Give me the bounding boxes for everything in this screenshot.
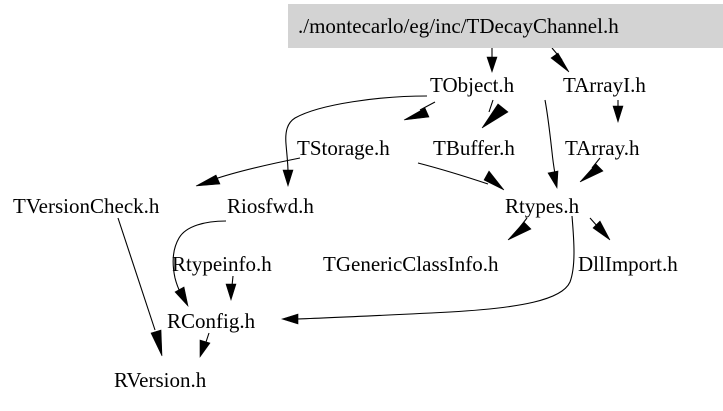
edge-tversioncheck-to-rversion	[117, 217, 163, 357]
edge-rtypes-to-dllimport	[589, 217, 611, 241]
edge-root-to-tobject	[486, 48, 498, 73]
node-root-label: ./montecarlo/eg/inc/TDecayChannel.h	[298, 13, 619, 38]
edge-tobject-to-tbuffer	[481, 99, 509, 129]
node-tarrayi[interactable]: TArrayI.h	[563, 73, 646, 97]
edge-tstorage-to-rtypes	[417, 162, 505, 191]
edge-riosfwd-to-rconfig	[172, 220, 227, 307]
node-tbuffer[interactable]: TBuffer.h	[433, 136, 515, 160]
edge-tobject-to-rtypes	[544, 99, 559, 189]
node-tobject[interactable]: TObject.h	[430, 73, 515, 97]
edge-rtypes-to-rconfig	[280, 215, 575, 325]
node-rtypeinfo[interactable]: Rtypeinfo.h	[172, 252, 272, 276]
node-dllimport[interactable]: DllImport.h	[578, 252, 678, 276]
node-riosfwd[interactable]: Riosfwd.h	[227, 194, 314, 218]
node-tstorage[interactable]: TStorage.h	[297, 136, 390, 160]
node-rtypes[interactable]: Rtypes.h	[505, 194, 580, 218]
edge-rtypeinfo-to-rconfig	[225, 275, 237, 302]
edge-tobject-to-riosfwd	[282, 95, 428, 188]
edge-tarray-to-rtypes	[579, 157, 604, 183]
node-tarray[interactable]: TArray.h	[565, 136, 640, 160]
node-rversion[interactable]: RVersion.h	[114, 368, 207, 392]
node-tgenericclassinfo[interactable]: TGenericClassInfo.h	[323, 252, 499, 276]
edge-rtypes-to-tgenericclassinfo	[507, 217, 532, 241]
node-root-tdecaychannel[interactable]: ./montecarlo/eg/inc/TDecayChannel.h	[288, 4, 723, 48]
edge-tobject-to-tstorage	[403, 101, 436, 121]
edge-root-to-tarrayi	[550, 47, 570, 73]
node-rconfig[interactable]: RConfig.h	[167, 309, 256, 333]
node-tversioncheck[interactable]: TVersionCheck.h	[13, 194, 160, 218]
edge-rconfig-to-rversion	[199, 332, 211, 358]
edge-tstorage-to-tversioncheck	[195, 157, 301, 187]
edge-tarrayi-to-tarray	[612, 100, 624, 124]
